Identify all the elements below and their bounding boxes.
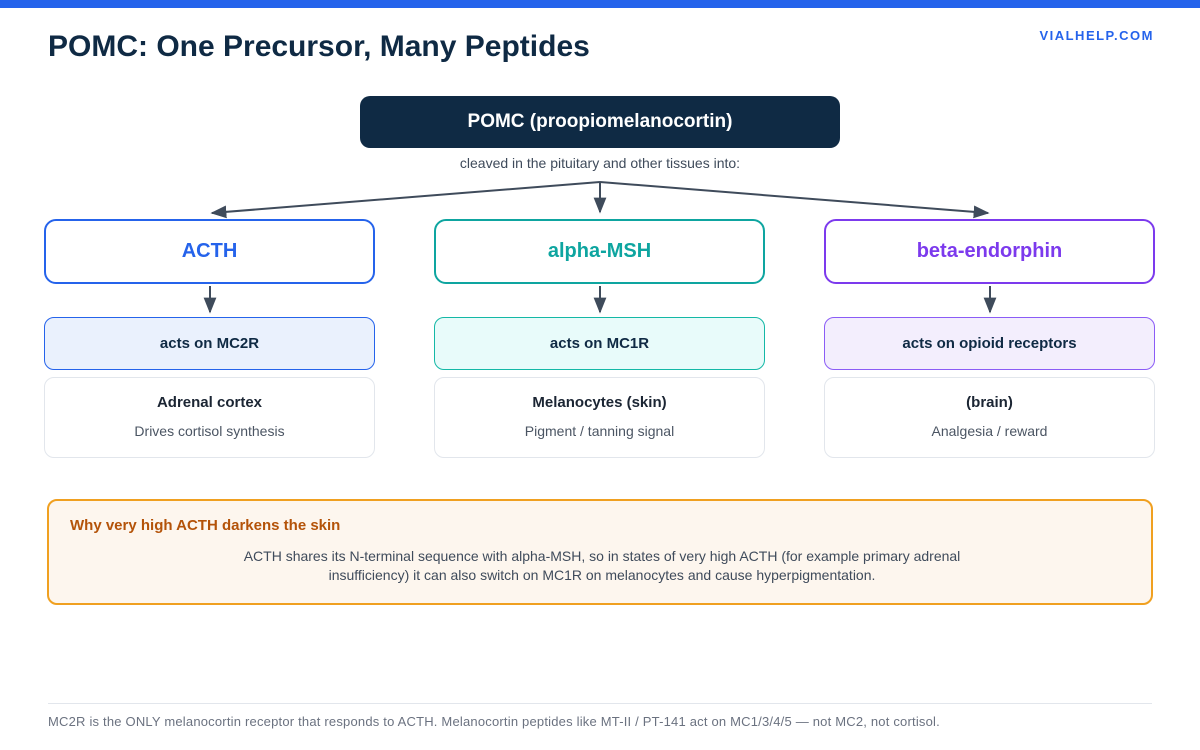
receptor-node-mc2r: acts on MC2R (44, 317, 375, 370)
page-title: POMC: One Precursor, Many Peptides (48, 30, 590, 63)
target-effect: Pigment / tanning signal (524, 423, 675, 439)
target-effect: Analgesia / reward (931, 423, 1048, 439)
target-name: Adrenal cortex (156, 394, 263, 411)
target-card-adrenal: Adrenal cortex Drives cortisol synthesis (44, 377, 375, 458)
peptide-node-alpha-msh: alpha-MSH (434, 219, 765, 284)
arrow-to-beta-endorphin (599, 181, 990, 219)
brand-link[interactable]: VIALHELP.COM (1039, 28, 1154, 43)
root-caption: cleaved in the pituitary and other tissu… (459, 155, 741, 171)
top-accent-bar (0, 0, 1200, 8)
note-body: ACTH shares its N-terminal sequence with… (199, 547, 1005, 585)
footer-divider (48, 703, 1152, 704)
target-card-melanocytes: Melanocytes (skin) Pigment / tanning sig… (434, 377, 765, 458)
note-line-1: ACTH shares its N-terminal sequence with… (243, 548, 961, 564)
receptor-node-opioid: acts on opioid receptors (824, 317, 1155, 370)
arrow-to-acth (210, 181, 601, 219)
footer-text: MC2R is the ONLY melanocortin receptor t… (48, 714, 940, 729)
pomc-root-node: POMC (proopiomelanocortin) (360, 96, 840, 148)
peptide-node-acth: ACTH (44, 219, 375, 284)
target-name: (brain) (966, 394, 1013, 411)
note-line-2: insufficiency) it can also switch on MC1… (328, 567, 876, 583)
target-effect: Drives cortisol synthesis (134, 423, 285, 439)
hyperpigmentation-note: Why very high ACTH darkens the skin ACTH… (47, 499, 1153, 605)
target-card-brain: (brain) Analgesia / reward (824, 377, 1155, 458)
target-name: Melanocytes (skin) (532, 394, 667, 411)
receptor-node-mc1r: acts on MC1R (434, 317, 765, 370)
note-title: Why very high ACTH darkens the skin (70, 517, 341, 534)
peptide-node-beta-endorphin: beta-endorphin (824, 219, 1155, 284)
